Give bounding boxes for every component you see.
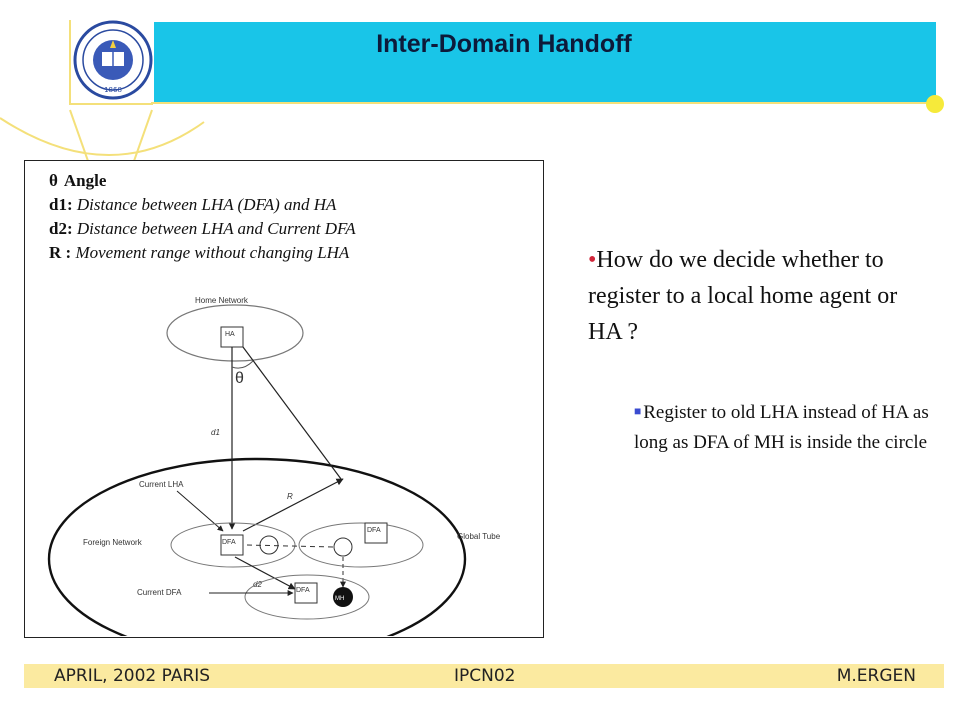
lha-dfa-box [220,534,244,556]
current-dfa-box [294,582,318,604]
header-underline [152,102,936,104]
global-tube-label: Global Tube [457,532,501,541]
lha-dfa-label: DFA [222,539,236,546]
foreign-network-label: Foreign Network [83,538,143,547]
header-bar [152,22,936,102]
university-seal-logo: 1868 [72,18,154,102]
right-dfa-label: DFA [367,527,381,534]
answer-bullet: ■Register to old LHA instead of HA as lo… [634,396,934,458]
mh-label: MH [335,596,344,602]
svg-text:1868: 1868 [104,86,122,94]
legend-row-d2: d2: Distance between LHA and Current DFA [49,219,356,238]
answer-text: Register to old LHA instead of HA as lon… [634,402,929,453]
r-label: R [287,492,293,501]
lha-domain-ellipse [170,522,296,568]
accent-dot [926,95,944,113]
r-arrow [242,478,344,532]
page-title: Inter-Domain Handoff [376,30,632,58]
right-small-circle [333,537,353,557]
theta-label: θ [235,370,244,387]
footer-author: M.ERGEN [836,666,916,686]
current-dfa-box-label: DFA [296,587,310,594]
legend-row-d1: d1: Distance between LHA (DFA) and HA [49,195,337,214]
bullet-dot: • [588,247,597,273]
question-text: How do we decide whether to register to … [588,247,898,345]
question-bullet: •How do we decide whether to register to… [588,242,928,350]
home-network-ellipse [166,304,304,362]
home-network-label: Home Network [195,296,249,305]
square-bullet-icon: ■ [634,404,642,418]
right-domain-ellipse [298,522,424,568]
lha-small-circle [259,535,279,555]
current-dfa-label: Current DFA [137,588,182,597]
current-lha-arrow [176,490,224,532]
global-tube-ellipse [47,457,467,636]
network-diagram: Home Network HA Global Tube Foreign Netw… [47,296,501,636]
d2-line [234,556,296,590]
right-dfa-box [364,522,388,544]
current-lha-label: Current LHA [139,480,184,489]
d1-label: d1 [211,428,220,437]
legend-row-r: R : Movement range without changing LHA [49,243,350,262]
ha-label: HA [225,331,235,338]
ha-diagonal-line [242,346,342,480]
d2-label: d2 [253,580,262,589]
footer-date: APRIL, 2002 PARIS [54,666,211,686]
current-domain-ellipse [244,574,370,620]
mh-node [333,587,353,607]
theta-arc [231,360,254,369]
footer-bar: APRIL, 2002 PARIS IPCN02 M.ERGEN [24,664,944,688]
footer-conference: IPCN02 [454,666,516,686]
